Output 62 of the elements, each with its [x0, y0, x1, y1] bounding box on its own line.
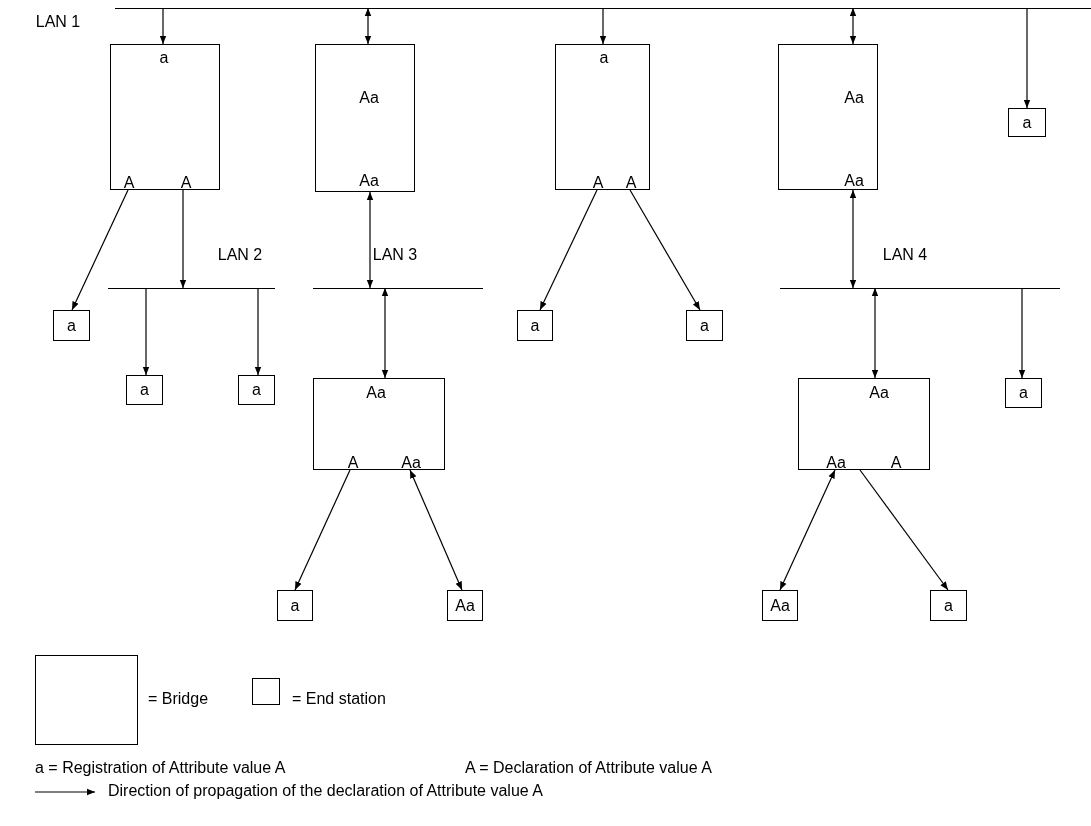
attribute-label: A [890, 454, 902, 472]
lan-label: LAN 2 [217, 246, 263, 264]
arrow [142, 287, 150, 376]
arrow [779, 469, 836, 591]
attribute-label: a [599, 49, 609, 67]
bridge-box [315, 44, 415, 192]
arrow [364, 7, 372, 45]
attribute-label: Aa [359, 172, 379, 190]
attribute-label: Aa [366, 384, 386, 402]
legend-text: = End station [292, 690, 386, 708]
arrow [71, 189, 129, 311]
bridge-box [313, 378, 445, 470]
attribute-label: Aa [359, 89, 379, 107]
attribute-label: A [347, 454, 359, 472]
bridge-box [110, 44, 220, 190]
end-station-box: a [686, 310, 723, 341]
arrow [871, 287, 879, 379]
end-station-box: a [930, 590, 967, 621]
arrow [409, 469, 463, 591]
attribute-label: Aa [844, 89, 864, 107]
arrow [849, 7, 857, 45]
arrow [629, 189, 701, 311]
attribute-label: Aa [401, 454, 421, 472]
attribute-label: A [180, 174, 192, 192]
legend-note: A = Declaration of Attribute value A [465, 759, 712, 777]
attribute-label: a [159, 49, 169, 67]
end-station-box: a [517, 310, 553, 341]
legend-text: = Bridge [148, 690, 209, 708]
lan-label: LAN 4 [882, 246, 928, 264]
arrow [294, 469, 351, 591]
arrow [1023, 7, 1031, 109]
attribute-label: A [625, 174, 637, 192]
end-station-box: Aa [762, 590, 798, 621]
legend-text: Direction of propagation of the declaration of Attribute value A [108, 782, 543, 800]
bridge-box [555, 44, 650, 190]
attribute-label: Aa [869, 384, 889, 402]
arrow [381, 287, 389, 379]
arrow [849, 189, 857, 289]
bridge-box [778, 44, 878, 190]
bridge-box [798, 378, 930, 470]
arrow [254, 287, 262, 376]
attribute-label: A [592, 174, 604, 192]
lan-label: LAN 3 [372, 246, 418, 264]
arrow [859, 469, 949, 591]
end-station-box: a [1008, 108, 1046, 137]
legend-note: a = Registration of Attribute value A [35, 759, 286, 777]
arrow [1018, 287, 1026, 379]
end-station-box: a [1005, 378, 1042, 408]
attribute-label: Aa [844, 172, 864, 190]
end-station-box: a [126, 375, 163, 405]
end-station-box: a [238, 375, 275, 405]
end-station-box: a [277, 590, 313, 621]
attribute-label: A [123, 174, 135, 192]
arrow [599, 7, 607, 45]
arrow [366, 191, 374, 289]
arrow [539, 189, 598, 311]
arrow [159, 7, 167, 45]
lan-label: LAN 1 [35, 13, 81, 31]
arrow [179, 189, 187, 289]
attribute-label: Aa [826, 454, 846, 472]
end-station-box: a [53, 310, 90, 341]
end-station-box: Aa [447, 590, 483, 621]
